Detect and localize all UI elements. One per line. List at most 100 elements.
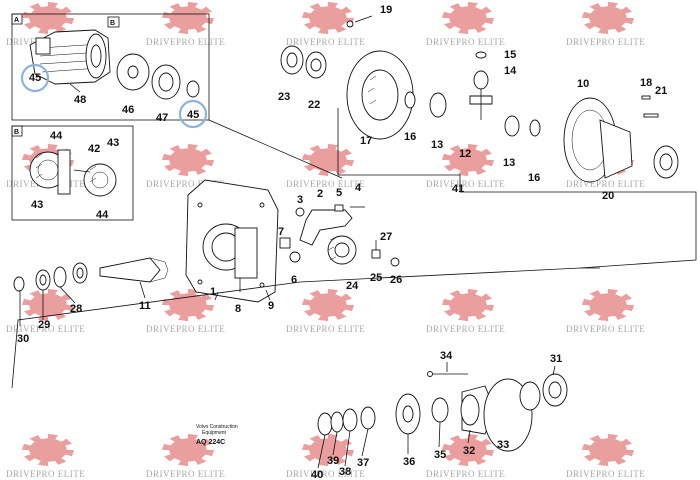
plug-6 [289,251,301,263]
watermark-gear-icon [442,433,494,467]
inset-b: B [11,125,134,221]
part-num-26: 26 [390,274,402,286]
bearing-31a [519,381,541,411]
watermark-text: DRIVEPRO ELITE [426,324,505,334]
part-num-22: 22 [308,99,320,111]
watermark-17: DRIVEPRO ELITE [286,433,365,479]
part-num-47: 47 [156,112,168,124]
inset-a-sub-label: B [110,20,115,27]
part-num-9: 9 [268,300,274,312]
watermark-text: DRIVEPRO ELITE [566,37,645,47]
watermark-gear-icon [162,433,214,467]
watermark-text: DRIVEPRO ELITE [146,37,225,47]
part-num-15: 15 [504,49,516,61]
part-num-23: 23 [278,91,290,103]
part-num-45-b: 45 [187,109,199,121]
crown-wheel-assembly [280,15,679,183]
watermark-gear-icon [162,1,214,35]
part-num-25: 25 [370,272,382,284]
watermark-18: DRIVEPRO ELITE [426,433,505,479]
caption-ref: AQ 224C [196,439,225,446]
part-num-5: 5 [336,187,342,199]
watermark-1: DRIVEPRO ELITE [146,1,225,47]
watermark-10: DRIVEPRO ELITE [6,288,85,334]
watermark-4: DRIVEPRO ELITE [566,1,645,47]
pinion-shaft-11 [99,257,161,283]
watermark-gear-icon [302,288,354,322]
lever-assembly [279,204,400,267]
part-num-31: 31 [550,353,562,365]
part-num-42: 42 [88,143,100,155]
watermark-gear-icon [302,433,354,467]
ring-40 [317,412,333,436]
inset-a-label: A [14,17,19,24]
part-num-17: 17 [360,135,372,147]
watermark-gear-icon [162,288,214,322]
part-num-27: 27 [380,231,392,243]
watermark-13: DRIVEPRO ELITE [426,288,505,334]
watermark-gear-icon [302,1,354,35]
part-num-45-a: 45 [29,72,41,84]
inset-a-tag [11,13,23,25]
part-num-48: 48 [74,94,86,106]
watermark-gear-icon [162,143,214,177]
part-num-12: 12 [459,148,471,160]
part-num-14: 14 [504,65,517,77]
inset-a-frame [11,13,210,121]
bolt-21 [643,113,659,118]
part-num-10: 10 [577,78,589,90]
part-num-2: 2 [317,188,323,200]
watermark-8: DRIVEPRO ELITE [426,143,505,189]
watermark-14: DRIVEPRO ELITE [566,288,645,334]
watermark-text: DRIVEPRO ELITE [286,179,365,189]
thrust-washer-16 [404,91,416,109]
watermark-text: DRIVEPRO ELITE [566,324,645,334]
part-num-13-a: 13 [431,139,443,151]
watermark-gear-icon [442,1,494,35]
part-num-21: 21 [655,85,667,97]
washer-46-drawing [116,53,150,91]
inset-a-sub-tag [107,16,120,28]
bearing-35 [431,397,449,423]
watermark-text: DRIVEPRO ELITE [286,37,365,47]
part-num-11: 11 [139,300,151,312]
part-num-34: 34 [440,350,453,362]
watermark-text: DRIVEPRO ELITE [426,179,505,189]
part-num-35: 35 [434,449,446,461]
pinion-assembly [13,257,169,326]
part-num-28: 28 [70,303,82,315]
cover-8 [234,227,258,279]
watermark-2: DRIVEPRO ELITE [286,1,365,47]
watermark-gear-icon [22,433,74,467]
washer-15 [475,51,487,59]
washer-47-drawing [151,64,181,100]
part-num-6: 6 [291,274,297,286]
watermark-3: DRIVEPRO ELITE [426,1,505,47]
part-num-46: 46 [122,104,134,116]
caption: Volvo Construction Equipment AQ 224C [196,424,238,446]
part-num-13-b: 13 [503,157,515,169]
part-num-30: 30 [17,333,29,345]
part-num-43-a: 43 [107,137,119,149]
watermark-11: DRIVEPRO ELITE [146,288,225,334]
highlight-circle-45-right [178,99,208,129]
watermark-text: DRIVEPRO ELITE [286,469,365,479]
part-num-32: 32 [463,445,475,457]
part-num-4: 4 [355,182,362,194]
part-num-3: 3 [297,194,303,206]
hub-assembly [317,371,568,452]
watermark-6: DRIVEPRO ELITE [146,143,225,189]
bolt-3 [295,207,305,217]
part-num-16-a: 16 [404,131,416,143]
ring-45-drawing [186,80,200,98]
part-num-29: 29 [38,319,50,331]
watermark-text: DRIVEPRO ELITE [146,324,225,334]
inset-b-label: B [14,129,19,136]
diff-case-20 [599,119,633,179]
part-num-20: 20 [602,190,614,202]
part-num-37: 37 [357,457,369,469]
watermark-12: DRIVEPRO ELITE [286,288,365,334]
side-gear-13 [429,92,447,118]
cone-28 [53,266,67,288]
